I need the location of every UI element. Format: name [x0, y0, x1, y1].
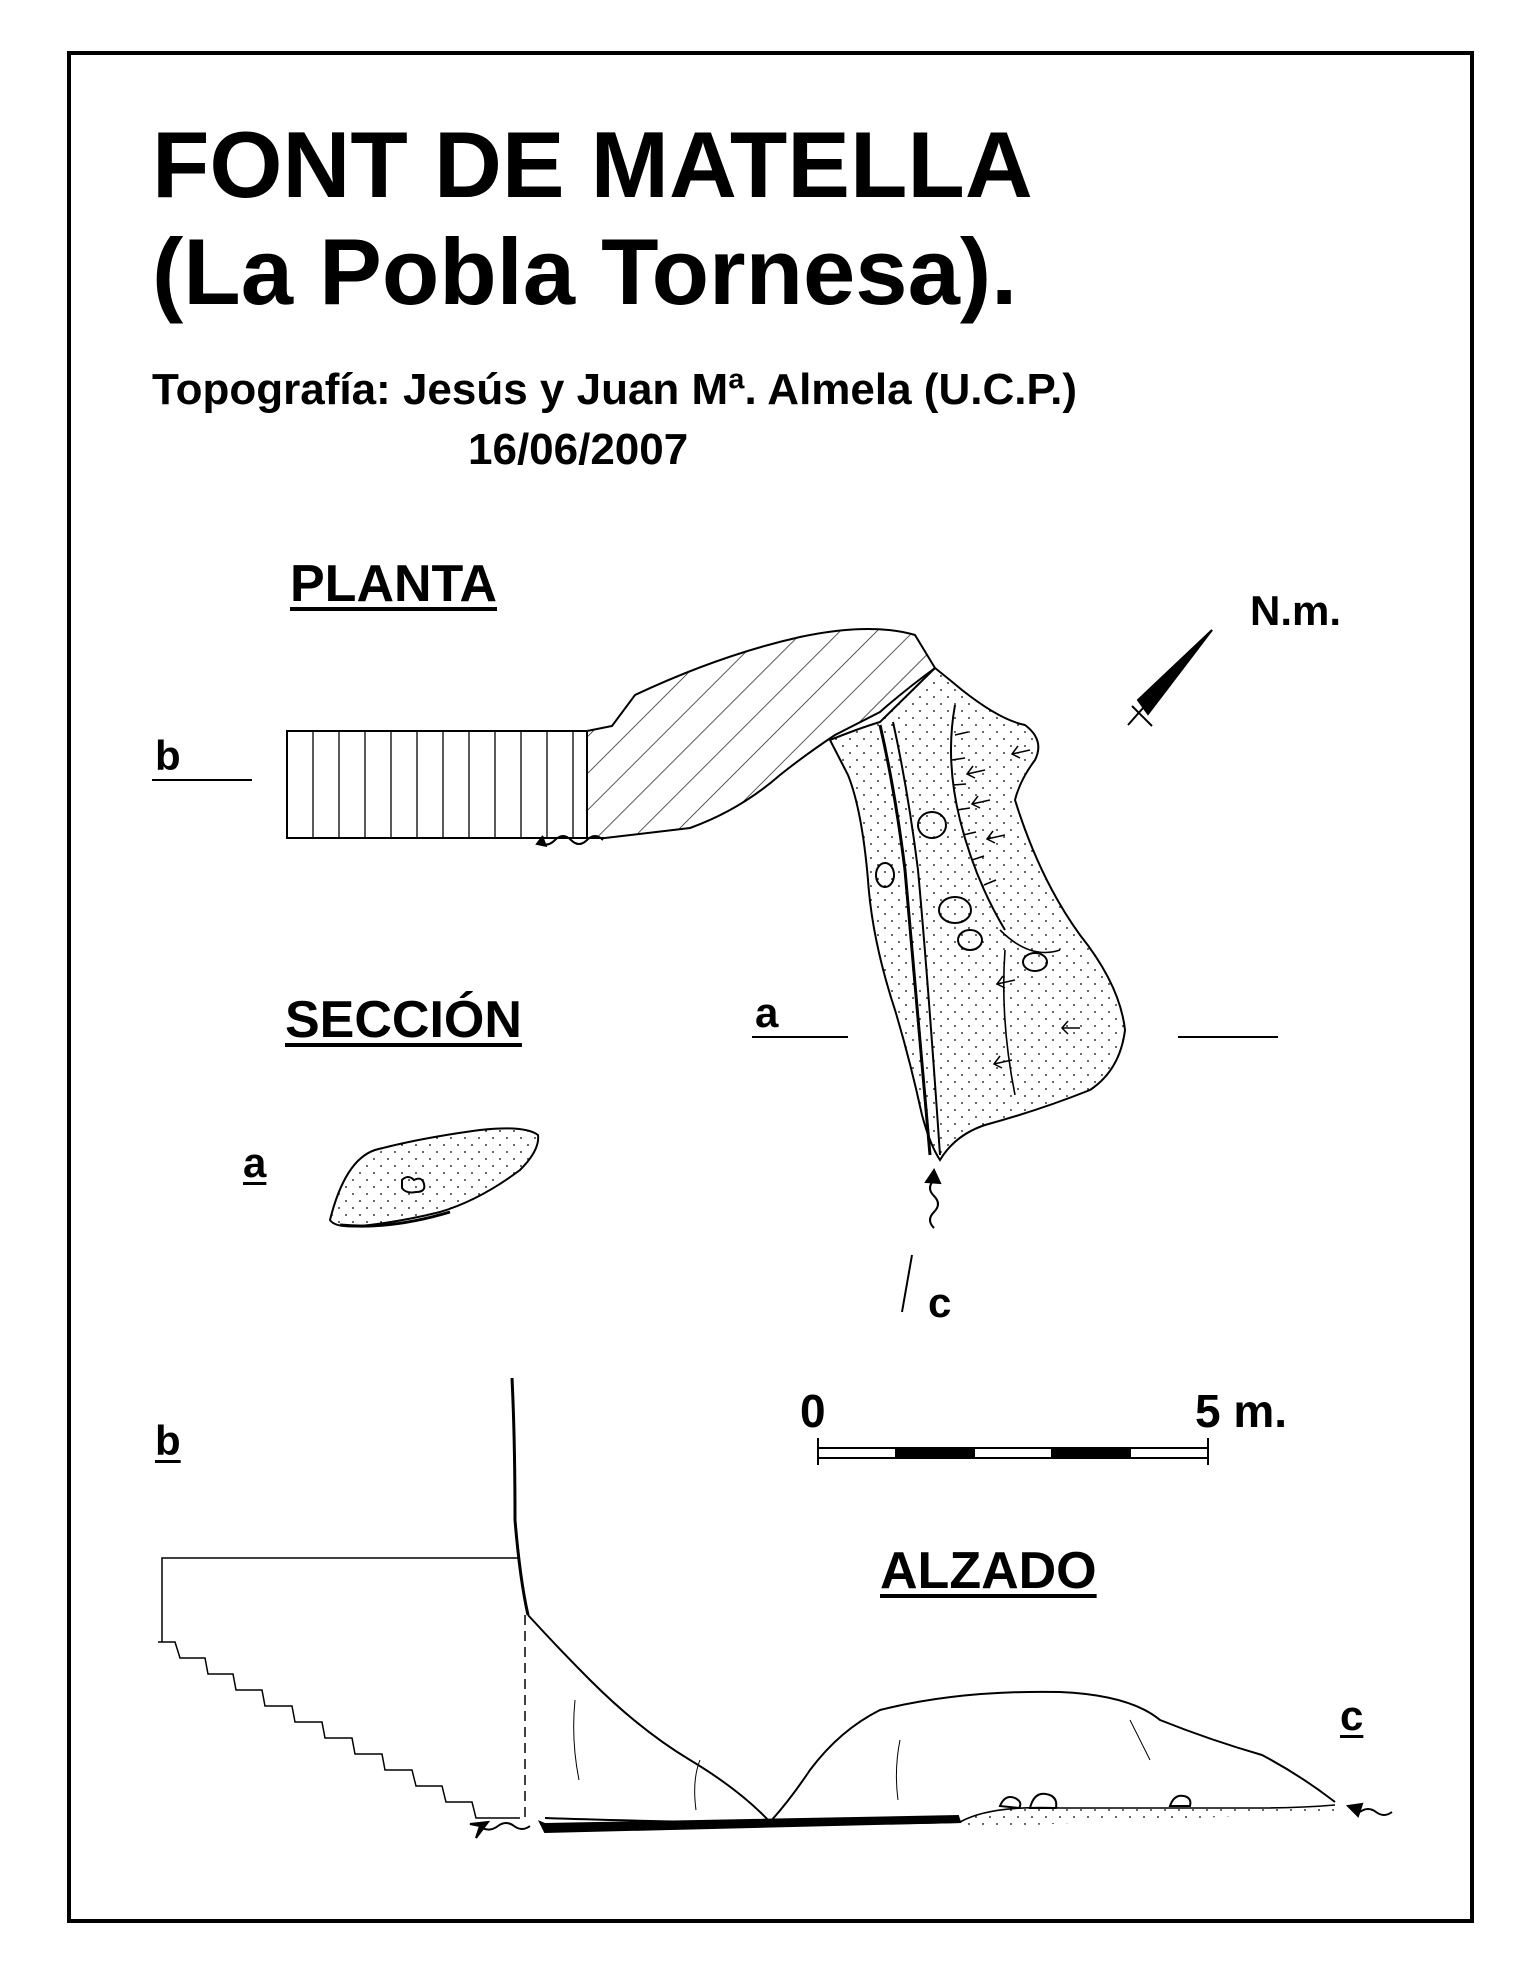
section-label-c-plan: c: [928, 1279, 952, 1326]
elevation-steps: [158, 1641, 520, 1819]
elevation-heading: ALZADO: [880, 1542, 1097, 1600]
section-label-a: a: [243, 1139, 267, 1186]
section-label-c-elevation: c: [1340, 1692, 1364, 1739]
north-label: N.m.: [1250, 587, 1342, 634]
plan-entrance-steps: [286, 730, 588, 839]
section-label-b-elevation: b: [155, 1417, 181, 1464]
section-heading: SECCIÓN: [285, 991, 522, 1049]
section-label-b-plan: b: [155, 732, 181, 779]
north-arrow-icon: [1127, 629, 1213, 727]
scale-start-label: 0: [800, 1385, 826, 1437]
plan-view: [286, 627, 1127, 1229]
cave-title: FONT DE MATELLA: [152, 112, 1033, 217]
cross-section-a: [328, 1127, 540, 1228]
plan-main-gallery: [828, 666, 1127, 1162]
elevation-view: [158, 1377, 1393, 1839]
section-label-a-plan: a: [755, 989, 779, 1036]
drawing-frame: [67, 51, 1474, 1923]
plan-hatched-passage: [586, 627, 937, 839]
topography-credit: Topografía: Jesús y Juan Mª. Almela (U.C…: [152, 365, 1078, 414]
scale-bar: [817, 1438, 1209, 1465]
plan-section-lines: [152, 779, 1278, 1313]
elevation-water-channel: [537, 1814, 962, 1834]
location-title: (La Pobla Tornesa).: [152, 219, 1018, 324]
scale-end-label: 5 m.: [1195, 1385, 1288, 1437]
plan-heading: PLANTA: [290, 555, 498, 613]
survey-date: 16/06/2007: [468, 425, 689, 474]
